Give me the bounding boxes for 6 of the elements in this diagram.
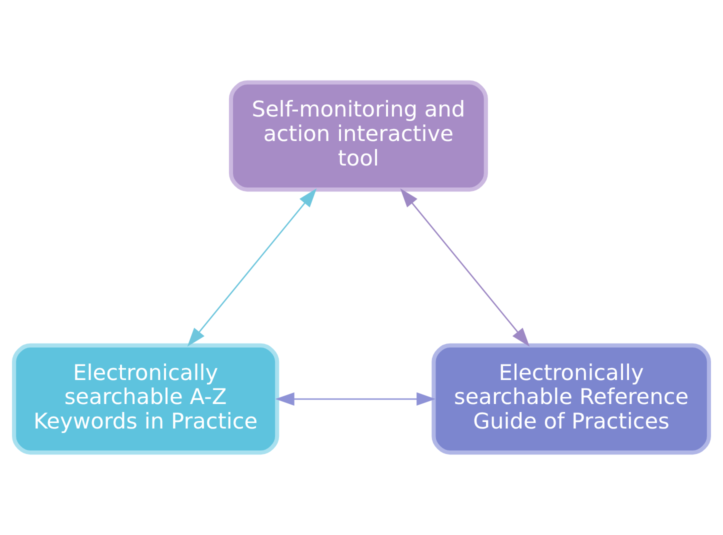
arrow [275,392,436,406]
arrow [400,188,530,347]
node-box: Electronically searchable A-Z Keywords in Practice [12,343,280,455]
node-box: Electronically searchable Reference Guide of Practices [432,343,711,455]
node-box: Self-monitoring and action interactive tool [228,80,488,192]
arrow [187,188,317,347]
